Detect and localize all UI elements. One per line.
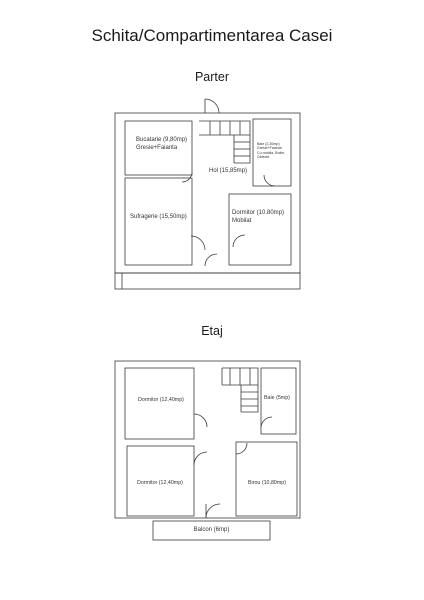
etaj-exterior-wall — [114, 360, 301, 519]
door-bucatarie — [181, 171, 193, 183]
page-title: Schita/Compartimentarea Casei — [91, 26, 333, 45]
room-sufragerie — [124, 177, 193, 266]
door-baie-etaj — [260, 416, 273, 429]
door-sufragerie — [190, 235, 206, 251]
room-baie-etaj — [260, 367, 297, 435]
room-label-baie-parter: Baie (2,30mp) Gresie+Faianta Cu mobila, … — [257, 142, 286, 159]
room-dormitor-etaj-1 — [124, 367, 195, 440]
room-birou — [235, 441, 298, 517]
etaj-stairs — [221, 367, 259, 413]
door-dormitor-etaj-2 — [193, 451, 208, 466]
floor-title-etaj: Etaj — [201, 324, 223, 338]
room-label-dormitor-etaj-1: Dormitor (12,40mp) — [138, 397, 184, 403]
parter-stairs — [199, 120, 251, 164]
parter-terrace — [114, 272, 301, 290]
room-label-balcon: Balcon (6mp) — [193, 527, 230, 533]
room-label-birou: Birou (10,80mp) — [248, 480, 286, 486]
door-baie-parter — [263, 174, 276, 187]
door-balcon — [205, 503, 221, 519]
room-label-sufragerie: Sufragerie (15,50mp) — [130, 214, 187, 220]
room-balcon — [152, 520, 271, 541]
room-bucatarie — [124, 120, 193, 176]
room-label-baie-etaj: Baie (5mp) — [264, 395, 290, 401]
room-label-bucatarie: Bucatarie (9,80mp) Gresie+Faianta — [136, 137, 188, 151]
room-dormitor-etaj-2 — [126, 445, 195, 517]
room-label-dormitor-parter: Dormitor (10.80mp) Mobilat — [232, 210, 285, 224]
room-label-dormitor-etaj-2: Dormitor (12,40mp) — [137, 480, 183, 486]
floor-title-parter: Parter — [194, 70, 230, 84]
room-label-hol: Hol (15,85mp) — [209, 168, 248, 174]
door-hol-parter — [204, 253, 218, 267]
room-dormitor-parter — [228, 193, 292, 266]
door-dormitor-etaj-1 — [193, 413, 208, 428]
plan-etaj — [114, 360, 301, 541]
door-dormitor-parter — [232, 234, 246, 248]
parter-entrance-door — [204, 98, 220, 114]
door-birou — [235, 442, 248, 455]
plan-parter — [114, 98, 301, 290]
